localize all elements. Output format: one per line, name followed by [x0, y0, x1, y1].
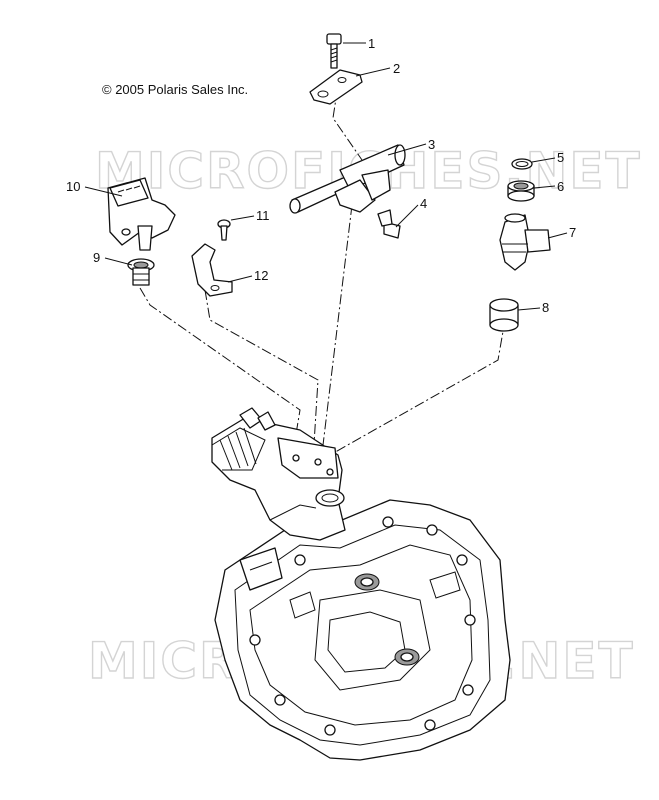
callout-12: 12: [254, 268, 268, 283]
leader-lines: [84, 42, 568, 311]
part-5-o-ring: [511, 158, 533, 170]
callout-7: 7: [569, 225, 576, 240]
cylinder-head: [214, 499, 511, 761]
part-7-injector: [499, 213, 551, 271]
part-6-seal: [507, 180, 535, 202]
callout-3: 3: [428, 137, 435, 152]
part-10-sensor: [107, 177, 176, 251]
part-8-spacer: [489, 298, 519, 332]
part-9-grommet: [127, 258, 155, 286]
callout-8: 8: [542, 300, 549, 315]
callout-2: 2: [393, 61, 400, 76]
callout-1: 1: [368, 36, 375, 51]
part-4-bolt: [377, 209, 401, 239]
callout-6: 6: [557, 179, 564, 194]
callout-10: 10: [66, 179, 80, 194]
callout-4: 4: [420, 196, 427, 211]
callout-11: 11: [256, 208, 270, 223]
part-3-fuel-rail: [289, 144, 406, 214]
part-1-bolt: [326, 33, 342, 69]
assembly-lines: [139, 71, 506, 471]
part-12-bracket: [191, 243, 233, 297]
callout-9: 9: [93, 250, 100, 265]
copyright-text: © 2005 Polaris Sales Inc.: [102, 82, 249, 97]
part-11-screw: [217, 219, 231, 241]
callout-numbers: 1 2 3 4 5 6 7 8 9 10 11 12: [66, 36, 576, 315]
part-2-bracket: [309, 69, 363, 105]
intake-boot: [211, 407, 346, 541]
callout-5: 5: [557, 150, 564, 165]
